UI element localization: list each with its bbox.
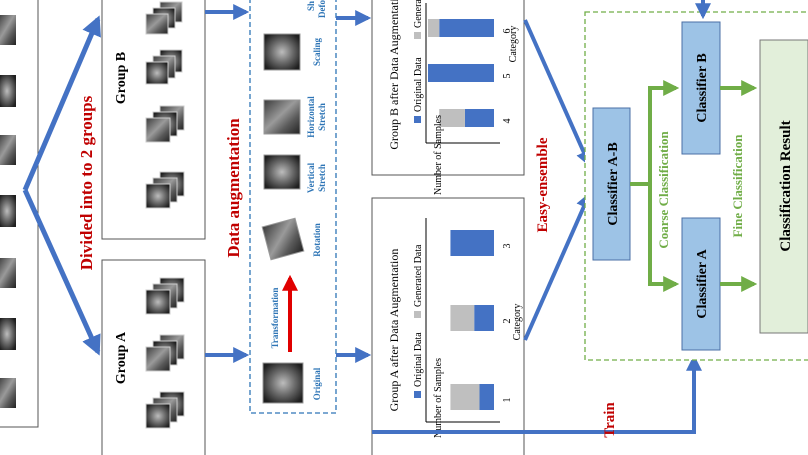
classifier-ab-box bbox=[592, 107, 631, 261]
coarse-classification-label: Coarse Classification bbox=[656, 131, 671, 249]
train-label: Train bbox=[602, 402, 618, 438]
group-b-images bbox=[145, 1, 185, 209]
scaling-sample-image bbox=[263, 33, 301, 71]
vertical-stretch-sample-image bbox=[263, 154, 301, 190]
bar-original-cat-6 bbox=[439, 19, 494, 37]
chart-b: 4 5 6 Group B after Data Augmentation Catego… bbox=[387, 0, 519, 195]
vertical-stretch-label-line2: Stretch bbox=[317, 164, 327, 192]
group-b-label: Group B bbox=[114, 52, 129, 104]
chart-title: Group A after Data Augmentation bbox=[387, 249, 401, 412]
source-image-stack bbox=[0, 15, 16, 408]
group-a-label: Group A bbox=[114, 331, 129, 384]
scaling-label: Scaling bbox=[312, 38, 322, 67]
category-tick-5: 5 bbox=[502, 74, 513, 79]
classification-result-box bbox=[759, 39, 808, 334]
chart-xlabel: Category bbox=[508, 26, 519, 63]
legend-swatch-0 bbox=[414, 116, 421, 123]
group-b-box: Group B bbox=[101, 0, 206, 240]
source-image-column bbox=[0, 0, 39, 428]
augmentation-to-chart-arrows bbox=[336, 10, 372, 363]
bar-generated-cat-4 bbox=[439, 109, 465, 127]
coarse-classification-arrows bbox=[630, 80, 680, 292]
bar-generated-cat-2 bbox=[450, 305, 475, 331]
bar-generated-cat-6 bbox=[428, 19, 440, 37]
chart-b-panel: 4 5 6 Group B after Data Augmentation Catego… bbox=[371, 0, 525, 195]
legend-label-0: Original Data bbox=[413, 57, 424, 112]
classifier-a-label: Classifier A bbox=[695, 248, 710, 318]
group-a-box: Group A bbox=[101, 259, 206, 455]
original-label: Original bbox=[312, 367, 322, 400]
category-tick-3: 3 bbox=[502, 244, 513, 249]
classification-result-label: Classification Result bbox=[778, 120, 794, 251]
easy-ensemble-label: Easy-ensemble bbox=[535, 137, 551, 232]
bar-original-cat-3 bbox=[450, 230, 494, 256]
category-tick-1: 1 bbox=[502, 398, 513, 403]
train-arrow bbox=[372, 354, 702, 434]
group-to-augmentation-arrows bbox=[205, 4, 250, 363]
classifier-ab-label: Classifier A-B bbox=[606, 142, 621, 225]
chart-ylabel: Number of Samples bbox=[433, 115, 444, 195]
easy-ensemble-arrows bbox=[523, 19, 592, 341]
bar-original-cat-2 bbox=[474, 305, 494, 331]
horizontal-stretch-sample-image bbox=[263, 99, 301, 135]
classifier-b-box bbox=[681, 21, 721, 155]
category-tick-2: 2 bbox=[502, 319, 513, 324]
vertical-stretch-label-line1: Vertical bbox=[306, 162, 316, 193]
original-sample-image bbox=[262, 362, 304, 404]
rotation-label: Rotation bbox=[312, 223, 322, 257]
classifier-b-label: Classifier B bbox=[695, 53, 710, 122]
chart-ylabel: Number of Samples bbox=[433, 358, 444, 438]
legend-swatch-1 bbox=[414, 311, 421, 318]
legend-swatch-1 bbox=[414, 32, 421, 39]
chart-xlabel: Category bbox=[512, 304, 523, 341]
classification-box: Classifier A-B Classifier B Classifier A… bbox=[584, 0, 808, 361]
category-tick-4: 4 bbox=[502, 119, 513, 124]
split-arrows bbox=[22, 15, 101, 356]
legend-label-0: Original Data bbox=[413, 332, 424, 387]
chart-title: Group B after Data Augmentation bbox=[387, 0, 401, 150]
fine-classification-arrows bbox=[720, 80, 758, 292]
data-augmentation-box: Data augmentation Transformation Origina… bbox=[224, 0, 337, 414]
bar-generated-cat-1 bbox=[450, 384, 480, 410]
bar-original-cat-4 bbox=[464, 109, 494, 127]
horizontal-stretch-label-line2: Stretch bbox=[317, 103, 327, 131]
bar-original-cat-1 bbox=[479, 384, 494, 410]
bar-original-cat-5 bbox=[428, 64, 494, 82]
legend-swatch-0 bbox=[414, 391, 421, 398]
transformation-label: Transformation bbox=[270, 288, 280, 349]
group-a-images bbox=[145, 277, 185, 429]
legend-label-1: Generated Data bbox=[413, 0, 424, 28]
classifier-a-box bbox=[681, 217, 721, 351]
legend-label-1: Generated Data bbox=[413, 244, 424, 307]
divided-label: Divided into to 2 groups bbox=[77, 95, 96, 270]
rotation-sample-image bbox=[261, 217, 305, 261]
fine-classification-label: Fine Classification bbox=[730, 134, 745, 238]
horizontal-stretch-label-line1: Horizontal bbox=[306, 96, 316, 138]
category-tick-6: 6 bbox=[502, 29, 513, 34]
data-augmentation-label: Data augmentation bbox=[224, 118, 243, 258]
deformation-label-line1: Sh bbox=[306, 1, 316, 11]
deformation-label-line2: Defo bbox=[317, 0, 327, 18]
